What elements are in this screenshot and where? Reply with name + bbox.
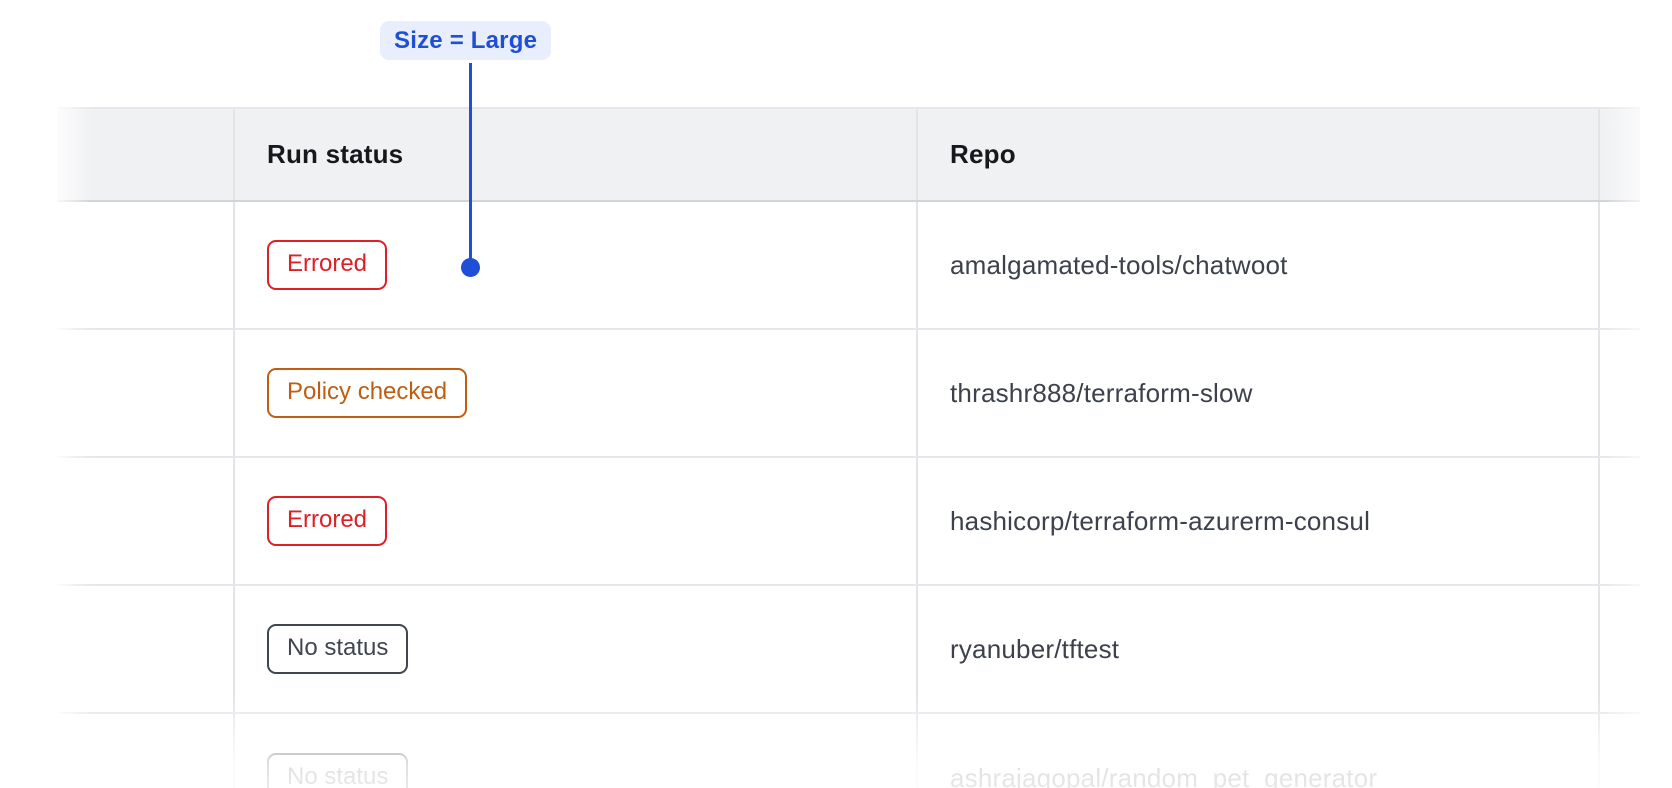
table-row[interactable]: Errored amalgamated-tools/chatwoot (57, 202, 1640, 330)
row-trailing-cell (1598, 586, 1640, 712)
row-leading-cell (57, 330, 233, 456)
column-header-leading-empty (57, 109, 233, 200)
run-status-cell: No status (233, 714, 916, 788)
row-trailing-cell (1598, 714, 1640, 788)
table-row[interactable]: Policy checked thrashr888/terraform-slow (57, 330, 1640, 458)
table-row[interactable]: No status ashrajagopal/random_pet_genera… (57, 714, 1640, 788)
row-trailing-cell (1598, 458, 1640, 584)
run-status-badge: No status (267, 753, 409, 788)
row-leading-cell (57, 202, 233, 328)
repo-cell: amalgamated-tools/chatwoot (916, 202, 1598, 328)
run-status-cell: Errored (233, 202, 916, 328)
runs-table: Run status Repo Errored amalgamated-tool… (57, 107, 1640, 788)
table-header-row: Run status Repo (57, 107, 1640, 202)
table-row[interactable]: Errored hashicorp/terraform-azurerm-cons… (57, 458, 1640, 586)
run-status-badge: No status (267, 624, 409, 674)
row-leading-cell (57, 714, 233, 788)
row-leading-cell (57, 458, 233, 584)
run-status-badge: Errored (267, 496, 388, 546)
column-header-repo: Repo (916, 109, 1598, 200)
run-status-cell: Errored (233, 458, 916, 584)
annotation-callout-line (469, 63, 472, 262)
run-status-badge: Policy checked (267, 368, 468, 418)
repo-cell: hashicorp/terraform-azurerm-consul (916, 458, 1598, 584)
run-status-cell: Policy checked (233, 330, 916, 456)
repo-cell: ryanuber/tftest (916, 586, 1598, 712)
repo-cell: thrashr888/terraform-slow (916, 330, 1598, 456)
row-leading-cell (57, 586, 233, 712)
run-status-badge: Errored (267, 240, 388, 290)
column-header-trailing-empty (1598, 109, 1640, 200)
run-status-cell: No status (233, 586, 916, 712)
table-row[interactable]: No status ryanuber/tftest (57, 586, 1640, 714)
size-annotation-badge: Size = Large (380, 21, 552, 60)
row-trailing-cell (1598, 330, 1640, 456)
repo-cell: ashrajagopal/random_pet_generator (916, 714, 1598, 788)
annotation-callout-dot (461, 258, 480, 277)
column-header-run-status: Run status (233, 109, 916, 200)
row-trailing-cell (1598, 202, 1640, 328)
